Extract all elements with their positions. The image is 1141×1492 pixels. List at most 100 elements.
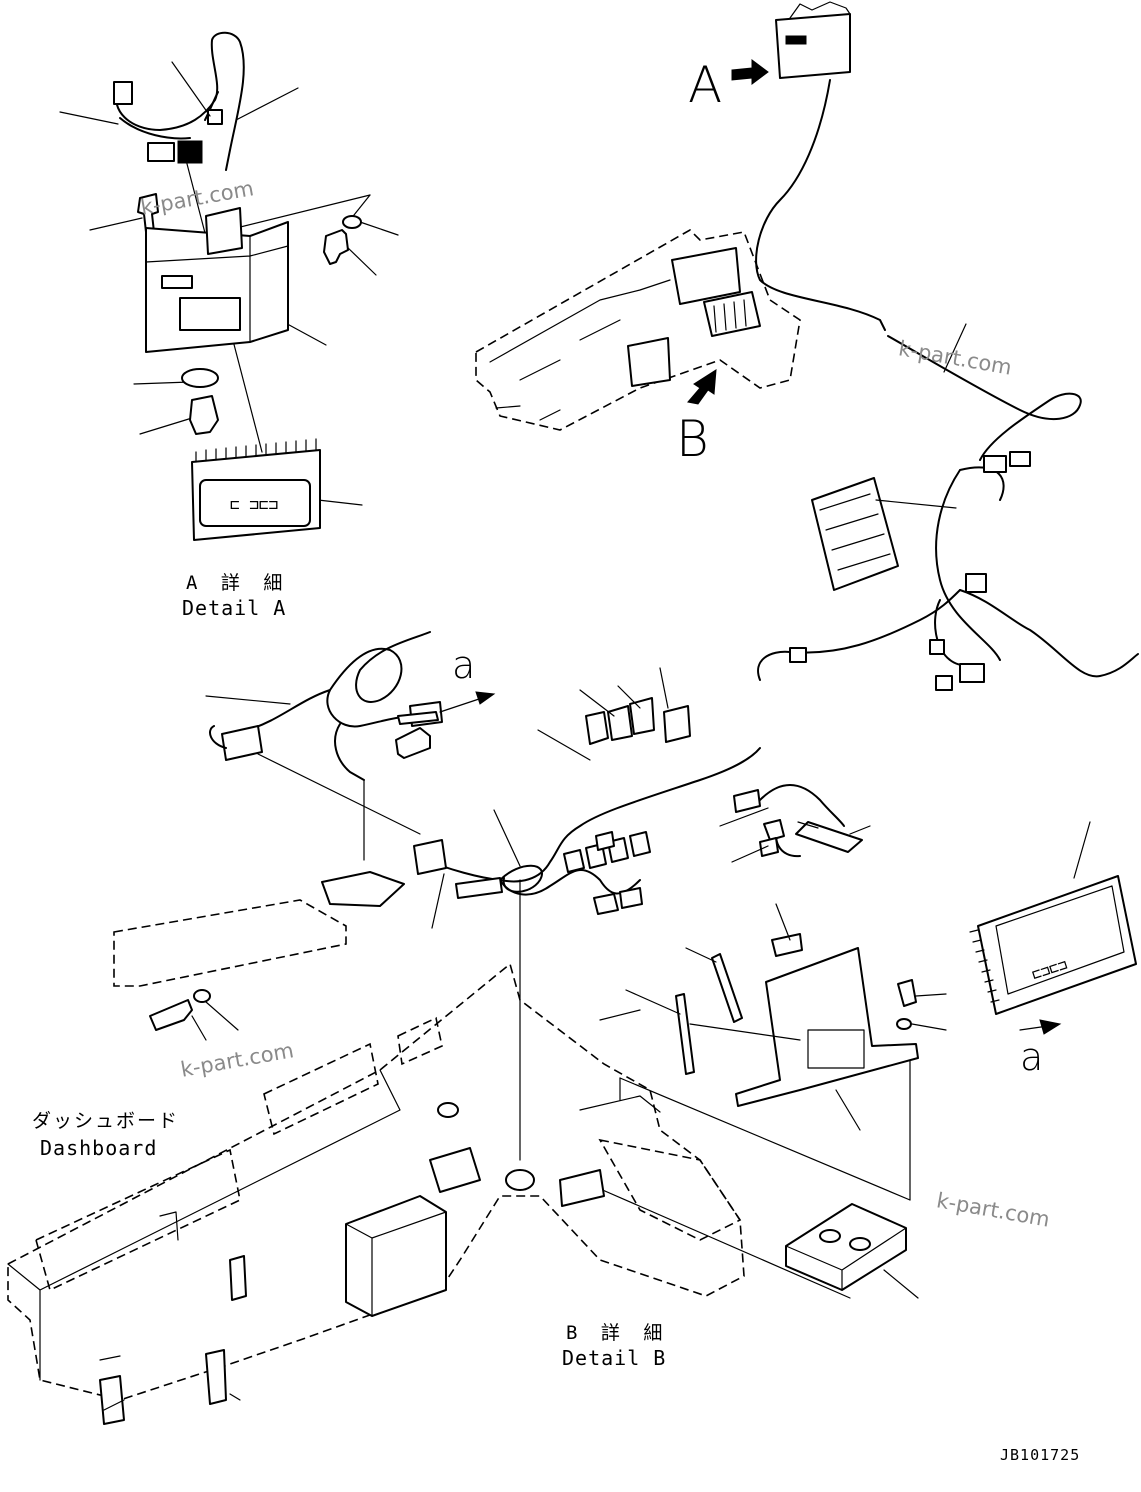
detail-b-clamp (763, 819, 785, 841)
leader (797, 821, 819, 829)
leader (431, 873, 445, 929)
bracket-b-window (807, 1029, 865, 1069)
detail-b-tape (795, 821, 863, 853)
overview-connector (965, 573, 987, 593)
overview-harness (755, 79, 886, 331)
dashboard-hardware (99, 1009, 661, 1411)
overview-connector (959, 663, 985, 683)
controller-fins (195, 438, 317, 463)
dashboard-cutout-2 (263, 1042, 379, 1136)
leader (835, 1089, 861, 1131)
pad-top (785, 1227, 907, 1291)
detail-a-connector-4 (207, 109, 223, 125)
view-a-arrow (731, 59, 769, 85)
pad-hole (819, 1229, 841, 1243)
bolt-icon (149, 999, 193, 1031)
detail-b-ecu (977, 875, 1137, 1015)
bolt-icon (771, 933, 803, 957)
fusebox-lines (713, 299, 747, 333)
leader (943, 323, 967, 373)
washer-icon (896, 1018, 912, 1030)
leader (191, 1015, 207, 1041)
view-b-arrow (687, 369, 717, 405)
overview-display (671, 247, 741, 305)
bracket-tab (205, 207, 243, 255)
bolt-icon (323, 229, 349, 265)
detail-b-title-jp: B 詳 細 (566, 1322, 669, 1344)
leader (775, 903, 791, 941)
leader (139, 417, 193, 435)
overview-frame (475, 229, 801, 431)
bolt-icon (395, 727, 431, 759)
overview-harness-4 (757, 589, 961, 681)
dashboard-boss (437, 1102, 459, 1118)
bracket-slot (161, 275, 193, 289)
dashboard-box-edge (345, 1211, 447, 1317)
detail-a-connector-3 (177, 140, 203, 164)
detail-b-clip (397, 711, 439, 725)
leader (1073, 821, 1091, 879)
dashboard-bracket (99, 1375, 125, 1425)
detail-a-title: Detail A (182, 596, 287, 620)
detail-b-hinge (321, 871, 405, 907)
detail-b-mount-bracket (113, 899, 347, 987)
leader (719, 807, 769, 827)
ecu-panel (995, 885, 1125, 995)
dashboard-box (345, 1195, 447, 1317)
dashboard-rail (7, 1069, 401, 1381)
dashboard-boss (505, 1169, 535, 1191)
leader (617, 685, 641, 709)
detail-b-small-plug (733, 789, 761, 813)
ecu-fins (969, 929, 1000, 1003)
leader (625, 989, 681, 1015)
washer-icon (193, 989, 211, 1003)
connector-a-lower: a (1020, 1035, 1044, 1079)
detail-b-assembly: ⊏⊐⊏⊐ (113, 631, 1137, 1299)
leader (257, 753, 421, 835)
overview-harness-3 (935, 466, 1005, 661)
detail-b-wire (209, 723, 365, 781)
overview-fusebox (703, 291, 761, 337)
monitor-label (785, 35, 807, 45)
detail-a-assembly: ⊏ ⊐⊏⊐ (59, 31, 399, 541)
leader (205, 1001, 239, 1031)
overview-assembly (475, 1, 1139, 691)
overview-ecu (811, 477, 899, 591)
bracket-edge (145, 227, 289, 353)
overview-monitor (775, 13, 851, 79)
overview-connector (935, 675, 953, 691)
view-b-label: B (676, 410, 709, 468)
leader (579, 689, 615, 717)
leader (235, 87, 299, 121)
detail-b-socket (221, 725, 263, 761)
leader (849, 825, 871, 835)
detail-b-ecu-bracket (735, 947, 919, 1107)
overview-harness-5 (959, 589, 1139, 678)
leader (689, 1023, 801, 1041)
pad-hole (849, 1237, 871, 1251)
overview-connector (983, 455, 1007, 473)
dashboard-cutout-3 (397, 1016, 443, 1066)
controller-mark: ⊏ ⊐⊏⊐ (230, 495, 278, 514)
leader (911, 1023, 947, 1031)
bolt-icon (897, 979, 917, 1007)
leader (171, 61, 211, 117)
dashboard-console (598, 1138, 742, 1241)
detail-a-title-jp: A 詳 細 (186, 572, 289, 594)
relay-2 (607, 705, 633, 741)
dashboard-bracket (205, 1349, 227, 1405)
leader (359, 221, 399, 236)
view-a-label: A (688, 56, 723, 114)
detail-b-connector (563, 849, 585, 873)
leader (537, 729, 591, 761)
overview-harness-2 (887, 335, 1082, 461)
detail-a-connector-1 (113, 81, 133, 105)
overview-connector (929, 639, 945, 655)
dashboard-frame (7, 962, 745, 1425)
dashboard-title: Dashboard (40, 1136, 158, 1160)
dashboard-cutout-1 (35, 1148, 241, 1292)
detail-b-plug-2 (455, 877, 503, 899)
overview-connector (789, 647, 807, 663)
leader (59, 111, 119, 125)
overview-harness-6 (934, 599, 981, 671)
